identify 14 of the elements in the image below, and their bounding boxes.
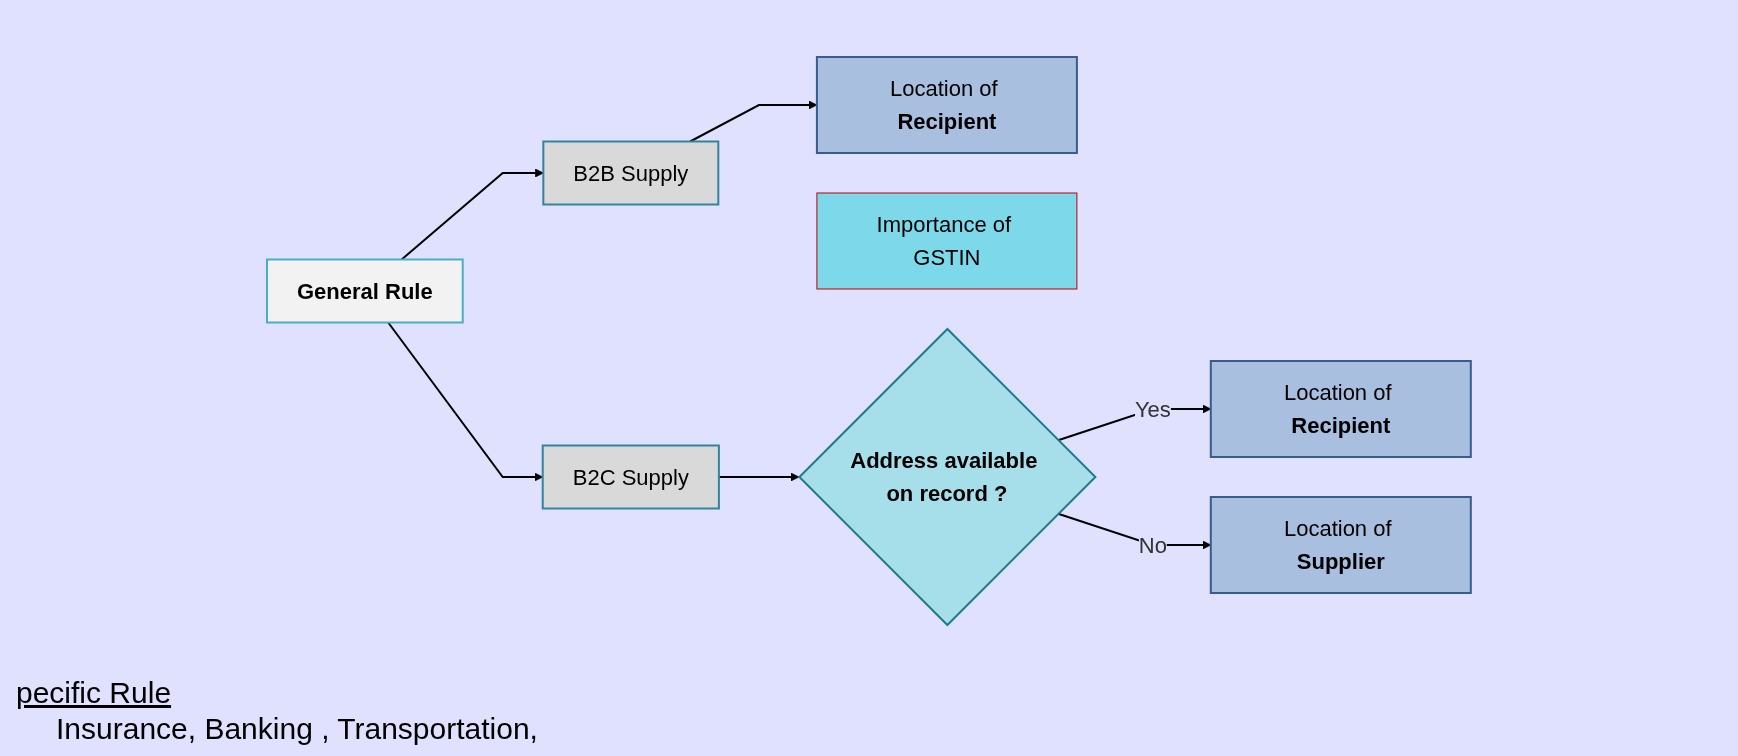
node-box: B2B Supply [542,140,720,206]
node-box: Location of Supplier [1209,496,1472,594]
node-box: General Rule [266,258,464,324]
arrow [689,100,818,143]
node-box: B2C Supply [541,444,720,510]
arrow [400,168,544,261]
edge-label: Yes [1135,396,1171,422]
node-box: Location of Recipient [816,56,1078,154]
edge-label: No [1138,532,1168,558]
node-box: Location of Recipient [1209,360,1472,458]
node-diamond: Address available on record ? [798,327,1097,627]
note-text: Insurance, Banking , Transportation, [55,712,539,746]
note-text: pecific Rule [16,676,173,710]
node-box: Importance of GSTIN [816,192,1078,290]
